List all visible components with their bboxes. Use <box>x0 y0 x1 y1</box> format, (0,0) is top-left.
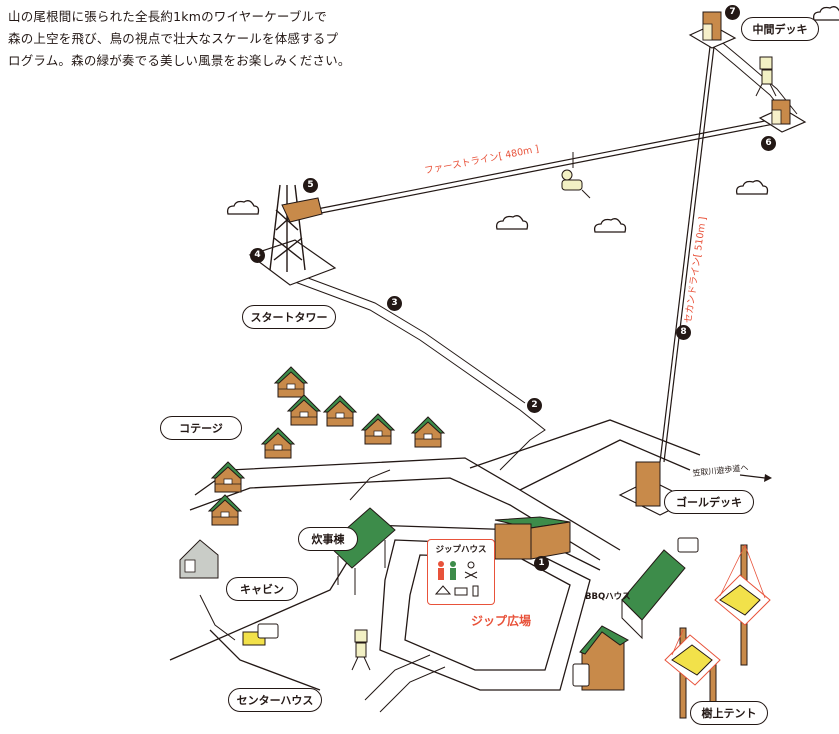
marker-7: 7 <box>725 5 740 20</box>
marker-8: 8 <box>676 325 691 340</box>
intro-line-3: ログラム。森の緑が奏でる美しい風景をお楽しみください。 <box>8 53 351 68</box>
label-tree-tent[interactable]: 樹上テント <box>690 701 768 725</box>
cabin-building <box>179 539 219 579</box>
zip-house-building <box>494 516 571 560</box>
amenity-icons <box>257 537 699 687</box>
middle-deck-upper <box>688 11 737 49</box>
marker-3: 3 <box>387 296 402 311</box>
label-cooking-hall[interactable]: 炊事棟 <box>298 527 358 551</box>
bbq-house-building <box>621 549 686 640</box>
trail-arrow <box>739 474 772 482</box>
zip-rider <box>561 152 591 199</box>
label-center-house[interactable]: センターハウス <box>228 688 322 712</box>
intro-line-2: 森の上空を飛び、鳥の視点で壮大なスケールを体感するプ <box>8 31 339 46</box>
marker-2: 2 <box>527 398 542 413</box>
marker-5: 5 <box>303 178 318 193</box>
label-zip-plaza[interactable]: ジップ広場 <box>471 614 532 628</box>
tree-tents <box>664 544 771 721</box>
zip-house-panel: ジップハウス <box>427 539 495 605</box>
marker-1: 1 <box>534 556 549 571</box>
zip-house-icons <box>434 561 479 597</box>
zip-cables <box>311 29 785 463</box>
marker-6: 6 <box>761 136 776 151</box>
start-tower <box>248 184 337 286</box>
cottages <box>208 366 445 526</box>
label-bbq-house[interactable]: BBQハウス <box>585 592 631 602</box>
marker-4: 4 <box>250 248 265 263</box>
label-cottage[interactable]: コテージ <box>160 416 242 440</box>
intro-text: 山の尾根間に張られた全長約1kmのワイヤーケーブルで 森の上空を飛び、鳥の視点で… <box>8 6 388 72</box>
label-cabin[interactable]: キャビン <box>226 577 298 601</box>
stairs <box>199 33 798 713</box>
label-goal-deck[interactable]: ゴールデッキ <box>664 490 754 514</box>
walking-figure-1 <box>755 56 777 97</box>
cooking-hall-building <box>327 507 396 595</box>
walking-figure-2 <box>351 629 371 671</box>
intro-line-1: 山の尾根間に張られた全長約1kmのワイヤーケーブルで <box>8 9 327 24</box>
label-middle-deck[interactable]: 中間デッキ <box>741 17 819 41</box>
label-zip-house: ジップハウス <box>435 545 487 555</box>
label-start-tower[interactable]: スタートタワー <box>242 305 336 329</box>
middle-deck-lower <box>758 99 807 133</box>
